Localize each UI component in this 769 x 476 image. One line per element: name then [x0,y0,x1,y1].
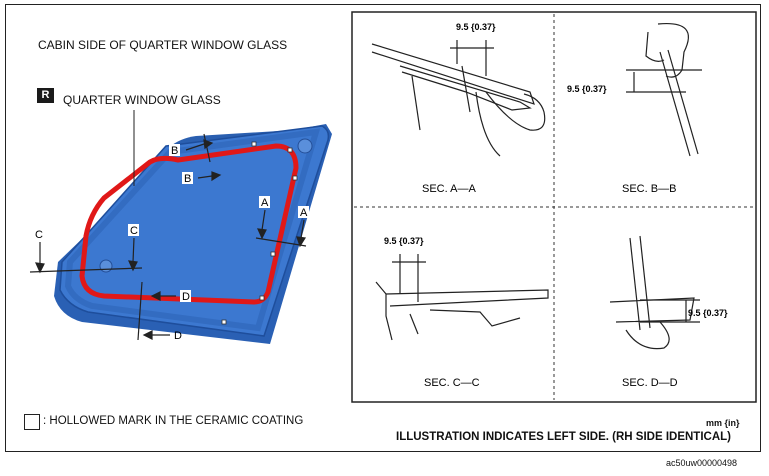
callout-a-inner: A [261,197,269,209]
section-d-caption: SEC. D—D [622,377,678,389]
right-side-badge: R [37,88,54,103]
section-b-dimension: 9.5 {0.37} [567,84,607,94]
units-label: mm {in} [706,418,740,428]
section-c-dimension: 9.5 {0.37} [384,236,424,246]
diagram-frame [5,4,761,452]
section-a-caption: SEC. A—A [422,183,476,195]
section-a-drawing [371,40,546,157]
locator-pin-lower [99,259,113,273]
urethane-bead [79,143,299,305]
section-d-dimension: 9.5 {0.37} [688,308,728,318]
figure-code: ac50uw00000498 [666,458,738,468]
hollowed-mark-symbol [24,414,40,430]
section-b-drawing [626,22,702,157]
locator-pin-upper [297,138,313,154]
section-b-caption: SEC. B—B [622,183,676,195]
hollowed-marks [221,141,298,325]
section-d-drawing [609,235,700,350]
callout-d-inner: D [182,291,190,303]
callout-b-outer: B [171,145,178,157]
callout-b-inner: B [184,173,191,185]
side-note: ILLUSTRATION INDICATES LEFT SIDE. (RH SI… [396,431,731,443]
callout-c-outer: C [35,229,43,241]
callout-c-inner: C [130,225,138,237]
diagram-title: CABIN SIDE OF QUARTER WINDOW GLASS [38,38,288,52]
section-c-caption: SEC. C—C [424,377,480,389]
callout-d-outer: D [174,330,182,342]
section-a-dimension: 9.5 {0.37} [456,22,496,32]
legend-text: : HOLLOWED MARK IN THE CERAMIC COATING [43,415,304,427]
section-c-drawing [375,254,549,341]
quarter-window-glass [59,125,330,337]
callout-a-outer: A [300,207,308,219]
part-label: QUARTER WINDOW GLASS [63,93,221,107]
